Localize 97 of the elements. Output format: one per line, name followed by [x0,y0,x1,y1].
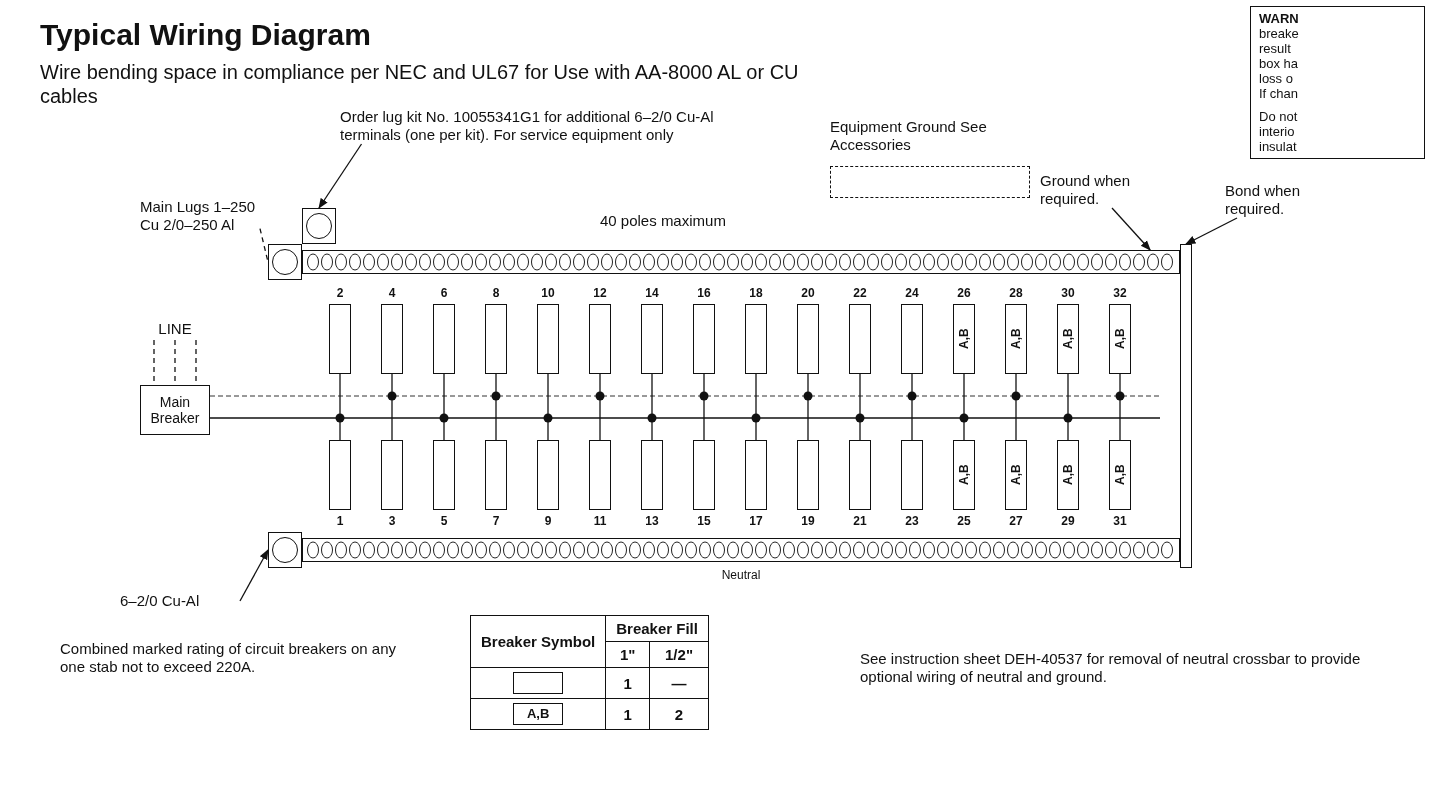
warning-text: loss o [1259,71,1294,86]
circuit-number: 5 [440,513,448,530]
note-text: See instruction sheet DEH-40537 for removal of neutral crossbar to provide optional wiring of neutral and ground. [860,650,1362,686]
circuit-number: 28 [1009,285,1023,302]
stab-connector [651,373,653,441]
breaker-slot: A,B [1057,440,1079,510]
note-text: Bond when required. [1225,182,1345,218]
circuit-number: 32 [1113,285,1127,302]
diagram-title: Typical Wiring Diagram [40,18,371,52]
warning-text: If chan [1259,86,1300,101]
stab-connector [911,373,913,441]
circuit-number: 12 [593,285,607,302]
stab-connector [339,373,341,441]
note-text: 6–2/0 Cu-Al [120,592,240,610]
stab-connector [443,373,445,441]
line-label: LINE [140,320,210,340]
note-text: Combined marked rating of circuit breakers on any one stab not to exceed 220A. [60,640,397,676]
circuit-number: 14 [645,285,659,302]
table-cell: 2 [649,698,709,730]
circuit-number: 16 [697,285,711,302]
circuit-number: 6 [440,285,448,302]
stab-connector [547,373,549,441]
warning-text: WARN [1259,11,1300,26]
circuit-number: 25 [957,513,971,530]
warning-text: box ha [1259,56,1300,71]
table-cell: — [649,667,709,699]
circuit-number: 22 [853,285,867,302]
stab-connector [495,373,497,441]
leader-arrow [318,143,363,209]
circuit-number: 9 [544,513,552,530]
table-header-cell: Breaker Fill [605,615,709,642]
stab-connector [963,373,965,441]
breaker-slot: A,B [1005,440,1027,510]
circuit-number: 7 [492,513,500,530]
terminal-lug [302,208,336,244]
note-text: Ground when required. [1040,172,1160,208]
circuit-number: 2 [336,285,344,302]
stab-connector [391,373,393,441]
note-text: 40 poles maximum [600,212,727,230]
circuit-number: 23 [905,513,919,530]
breaker-symbol: A,B [513,703,564,725]
table-header-cell: 1/2" [649,641,709,668]
circuit-number: 24 [905,285,919,302]
subtitle-text: Wire bending space in compliance per NEC and UL67 for Use with AA-8000 AL or CU cables [40,60,800,108]
dashed-line [259,227,269,263]
terminal-lug [268,532,302,568]
circuit-number: 21 [853,513,867,530]
circuit-number: 4 [388,285,396,302]
circuit-number: 15 [697,513,711,530]
stab-connector [859,373,861,441]
stab-connector [1015,373,1017,441]
breaker-slot: A,B [1109,304,1131,374]
circuit-number: 20 [801,285,815,302]
terminal-lug [268,244,302,280]
breaker-slot: A,B [953,440,975,510]
warning-text: interio [1259,124,1296,139]
circuit-number: 13 [645,513,659,530]
circuit-number: 1 [336,513,344,530]
circuit-number: 26 [957,285,971,302]
bar-label: Neutral [720,567,762,584]
note-text: Order lug kit No. 10055341G1 for additional 6–2/0 Cu-Al terminals (one per kit). For service equipment only [340,108,770,144]
breaker-slot: A,B [1109,440,1131,510]
breaker-slot: A,B [1057,304,1079,374]
note-text: Main Lugs 1–250 Cu 2/0–250 Al [140,198,260,234]
leader-arrow [1111,207,1151,251]
breaker-slot: A,B [953,304,975,374]
circuit-number: 27 [1009,513,1023,530]
leader-arrow [1185,217,1238,245]
circuit-number: 3 [388,513,396,530]
leader-arrow [239,549,269,602]
table-header-cell: Breaker Symbol [470,615,606,668]
main-breaker-box: Main Breaker [140,385,210,435]
stab-connector [599,373,601,441]
stab-connector [807,373,809,441]
circuit-number: 19 [801,513,815,530]
warning-text: result [1259,41,1292,56]
stab-connector [1067,373,1069,441]
circuit-number: 31 [1113,513,1127,530]
circuit-number: 11 [593,513,607,530]
warning-text: Do not [1259,109,1299,124]
table-cell: 1 [605,698,650,730]
note-text: Equipment Ground See Accessories [830,118,988,154]
circuit-number: 8 [492,285,500,302]
circuit-number: 17 [749,513,763,530]
circuit-number: 18 [749,285,763,302]
breaker-slot: A,B [1005,304,1027,374]
stab-connector [1119,373,1121,441]
circuit-number: 10 [541,285,555,302]
stab-connector [755,373,757,441]
circuit-number: 30 [1061,285,1075,302]
stab-connector [703,373,705,441]
bond-bar [1180,244,1192,568]
warning-text: insulat [1259,139,1298,154]
warning-text: breake [1259,26,1300,41]
circuit-number: 29 [1061,513,1075,530]
table-header-cell: 1" [605,641,650,668]
table-cell: 1 [605,667,650,699]
